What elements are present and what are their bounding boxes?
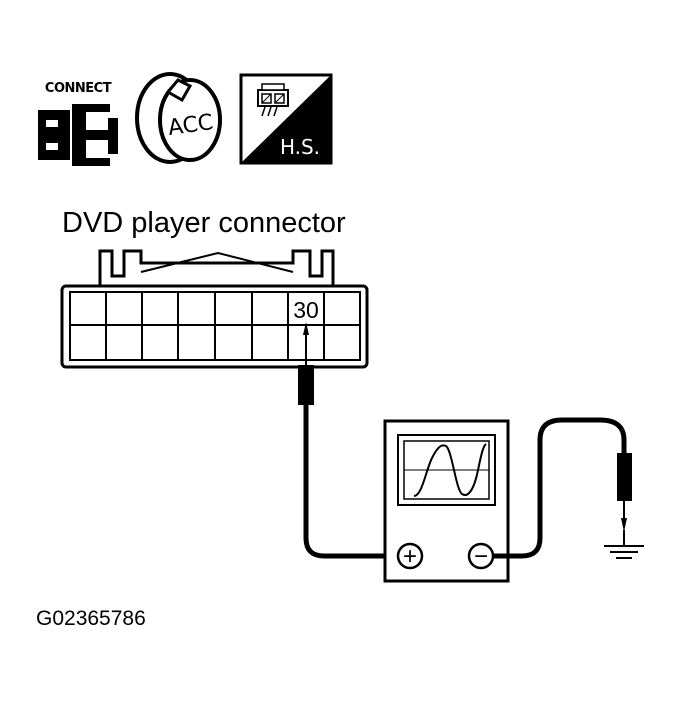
connect-label: CONNECT: [45, 81, 112, 96]
harness-side-icon: H.S.: [239, 73, 333, 165]
hs-label: H.S.: [280, 135, 320, 159]
dvd-player-connector: 30: [60, 249, 369, 369]
positive-symbol: +: [403, 543, 417, 570]
oscilloscope-icon: + −: [383, 419, 510, 583]
negative-symbol: −: [474, 543, 488, 570]
positive-probe: [298, 322, 314, 405]
figure-id: G02365786: [36, 607, 146, 630]
ignition-key-acc-icon: ACC: [135, 72, 222, 164]
connector-title: DVD player connector: [62, 207, 346, 239]
ground-probe: [617, 453, 632, 546]
positive-terminal: [396, 542, 424, 570]
ground-icon: [604, 545, 644, 559]
terminal-number: 30: [293, 297, 319, 323]
positive-lead-wire: [303, 405, 398, 559]
negative-lead-wire: [493, 417, 627, 559]
connector-connect-icon: CONNECT: [38, 81, 118, 166]
